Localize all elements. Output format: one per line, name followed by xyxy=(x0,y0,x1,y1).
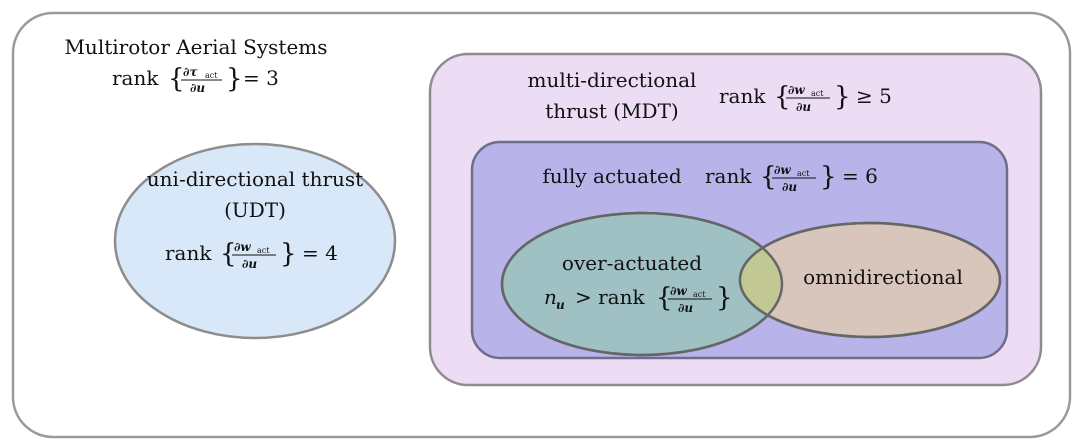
udt-frac-num: ∂w xyxy=(234,240,251,254)
mdt-brace-left: { xyxy=(774,82,791,112)
outer-title: Multirotor Aerial Systems xyxy=(64,35,327,59)
outer-rank-expr: rank { ∂τ act ∂u } = 3 xyxy=(112,64,279,95)
fully-frac-num: ∂w xyxy=(774,163,791,177)
udt-frac-den: ∂u xyxy=(242,257,257,271)
over-frac-num: ∂w xyxy=(670,284,687,298)
udt-label-line2: (UDT) xyxy=(224,198,286,222)
outer-frac-num: ∂τ xyxy=(183,65,198,79)
over-frac-den: ∂u xyxy=(678,301,693,315)
over-gt-rank: > rank xyxy=(575,285,645,309)
fully-rank-expr: rank { ∂w act ∂u } = 6 xyxy=(705,162,878,194)
fully-rank-label: rank xyxy=(705,164,752,188)
over-n-sub: u xyxy=(556,298,565,312)
over-actuated-expr: n u > rank { ∂w act ∂u } xyxy=(544,283,733,315)
over-actuated-label: over-actuated xyxy=(562,251,702,275)
outer-frac-num-sub: act xyxy=(205,71,218,80)
mdt-rank-expr: rank { ∂w act ∂u } ≥ 5 xyxy=(719,82,892,114)
over-n-symbol: n xyxy=(544,285,557,309)
over-frac-num-sub: act xyxy=(693,290,706,299)
udt-label-line1: uni-directional thrust xyxy=(147,167,363,191)
fully-rank-rel: = 6 xyxy=(842,164,878,188)
fully-frac-den: ∂u xyxy=(782,180,797,194)
udt-rank-expr: rank { ∂w act ∂u } = 4 xyxy=(165,239,338,271)
udt-rank-label: rank xyxy=(165,241,212,265)
fully-brace-left: { xyxy=(760,162,777,192)
over-brace-right: } xyxy=(716,283,733,313)
omnidirectional-label: omnidirectional xyxy=(803,265,963,289)
mdt-rank-label: rank xyxy=(719,84,766,108)
udt-ellipse xyxy=(113,142,397,340)
udt-brace-left: { xyxy=(220,239,237,269)
mdt-brace-right: } xyxy=(834,82,851,112)
over-actuated-outline xyxy=(500,211,784,357)
omnidirectional-outline xyxy=(738,221,1002,339)
outer-brace-right: } xyxy=(226,64,243,94)
udt-rank-rel: = 4 xyxy=(302,241,338,265)
fully-brace-right: } xyxy=(820,162,837,192)
mdt-rank-rel: ≥ 5 xyxy=(856,84,892,108)
mdt-frac-num-sub: act xyxy=(811,89,824,98)
mdt-frac-num: ∂w xyxy=(788,83,805,97)
mdt-frac-den: ∂u xyxy=(796,100,811,114)
outer-brace-left: { xyxy=(168,64,185,94)
outer-rank-label: rank xyxy=(112,66,159,90)
fully-actuated-label: fully actuated xyxy=(542,164,682,188)
mdt-label-line1: multi-directional xyxy=(528,68,697,92)
udt-frac-num-sub: act xyxy=(257,246,270,255)
udt-brace-right: } xyxy=(280,239,297,269)
over-brace-left: { xyxy=(656,283,673,313)
outer-frac-den: ∂u xyxy=(190,81,205,95)
fully-frac-num-sub: act xyxy=(797,169,810,178)
outer-rank-rel: = 3 xyxy=(243,66,279,90)
mdt-label-line2: thrust (MDT) xyxy=(545,99,678,123)
